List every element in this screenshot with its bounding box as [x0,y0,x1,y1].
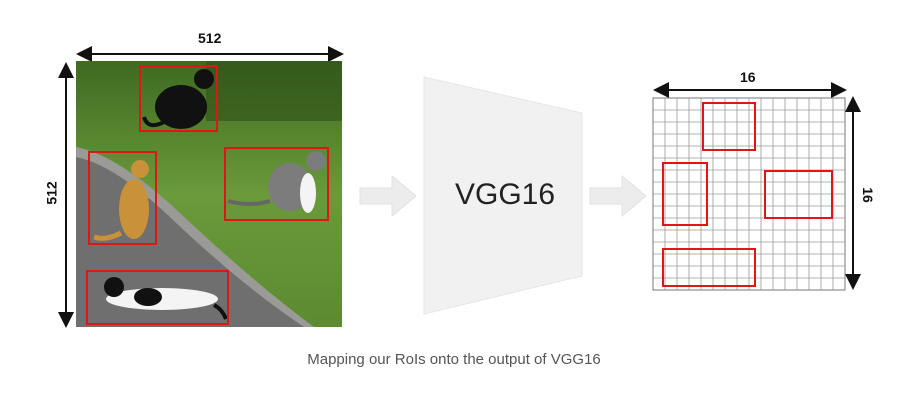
cat-black-icon [142,69,214,129]
feature-roi-top [702,102,756,151]
flow-arrow-left [359,174,417,218]
cat-lying-icon [104,277,228,320]
input-width-label: 512 [198,30,222,46]
cat-tabby-icon [93,160,149,241]
input-image-scene [76,61,342,327]
vgg16-trapezoid [423,76,583,315]
flow-arrow-right [589,174,647,218]
feature-roi-bottom [662,248,756,287]
input-roi-tabby-cat [88,151,157,245]
input-image [76,61,342,327]
feature-map-width-label: 16 [740,69,756,85]
caption: Mapping our RoIs onto the output of VGG1… [307,351,601,368]
feature-map-height-label: 16 [859,187,876,203]
input-roi-lying-cat [86,270,229,325]
feature-roi-left [662,162,708,226]
input-roi-gray-cat [224,147,329,221]
feature-roi-right [764,170,833,219]
input-roi-black-cat [139,65,218,132]
input-height-label: 512 [43,181,60,205]
feature-map-grid [652,97,846,291]
vgg16-label: VGG16 [454,178,556,211]
cat-gray-white-icon [227,151,326,213]
